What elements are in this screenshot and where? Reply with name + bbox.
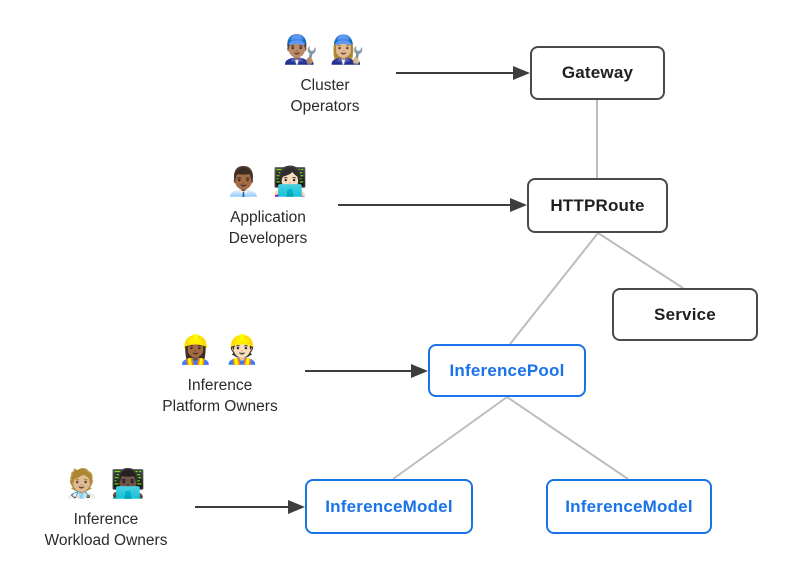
persona-label-line: Inference (73, 511, 139, 528)
arrow-inference-workload-owners-inferencemodel (195, 500, 305, 514)
persona-label-line: Developers (228, 230, 308, 247)
cluster-operators-emoji-icon: 👨🏽‍🔧 👩🏼‍🔧 (283, 34, 367, 65)
persona-label-line: Inference (187, 377, 253, 394)
edge-httproute-service (597, 232, 684, 289)
application-developers-emoji-icon: 👨🏾‍💼 👩🏻‍💻 (226, 166, 310, 197)
node-inference-model-1: InferenceModel (305, 479, 473, 534)
arrow-head-icon (411, 364, 428, 378)
arrow-head-icon (510, 198, 527, 212)
node-gateway: Gateway (530, 46, 665, 100)
persona-label-line: Cluster (300, 77, 350, 94)
persona-inference-platform-owners: 👷🏾‍♀️ 👷🏻 Inference Platform Owners (135, 330, 305, 417)
edge-inferencepool-inferencemodel-1 (392, 396, 508, 480)
persona-label-line: Platform Owners (162, 398, 278, 415)
persona-label: Inference Platform Owners (135, 375, 305, 417)
node-httproute: HTTPRoute (527, 178, 668, 233)
persona-application-developers: 👨🏾‍💼 👩🏻‍💻 Application Developers (188, 162, 348, 249)
arrow-application-developers-httproute (338, 198, 527, 212)
edge-inferencepool-inferencemodel-2 (506, 396, 629, 480)
arrow-inference-platform-owners-inferencepool (305, 364, 428, 378)
persona-label-line: Operators (290, 98, 360, 115)
arrow-head-icon (513, 66, 530, 80)
persona-cluster-operators: 👨🏽‍🔧 👩🏼‍🔧 Cluster Operators (245, 30, 405, 117)
persona-label-line: Workload Owners (44, 532, 168, 549)
persona-label: Application Developers (188, 207, 348, 249)
persona-label: Inference Workload Owners (21, 509, 191, 551)
inference-platform-owners-emoji-icon: 👷🏾‍♀️ 👷🏻 (178, 334, 262, 365)
node-inference-model-2: InferenceModel (546, 479, 712, 534)
persona-label-line: Application (230, 209, 306, 226)
persona-inference-workload-owners: 🧑🏼‍⚕️ 👨🏿‍💻 Inference Workload Owners (21, 464, 191, 551)
inference-workload-owners-emoji-icon: 🧑🏼‍⚕️ 👨🏿‍💻 (64, 468, 148, 499)
persona-label: Cluster Operators (245, 75, 405, 117)
node-inference-pool: InferencePool (428, 344, 586, 397)
arrow-head-icon (288, 500, 305, 514)
node-service: Service (612, 288, 758, 341)
edge-httproute-inferencepool (509, 232, 599, 345)
arrow-cluster-operators-gateway (396, 66, 530, 80)
